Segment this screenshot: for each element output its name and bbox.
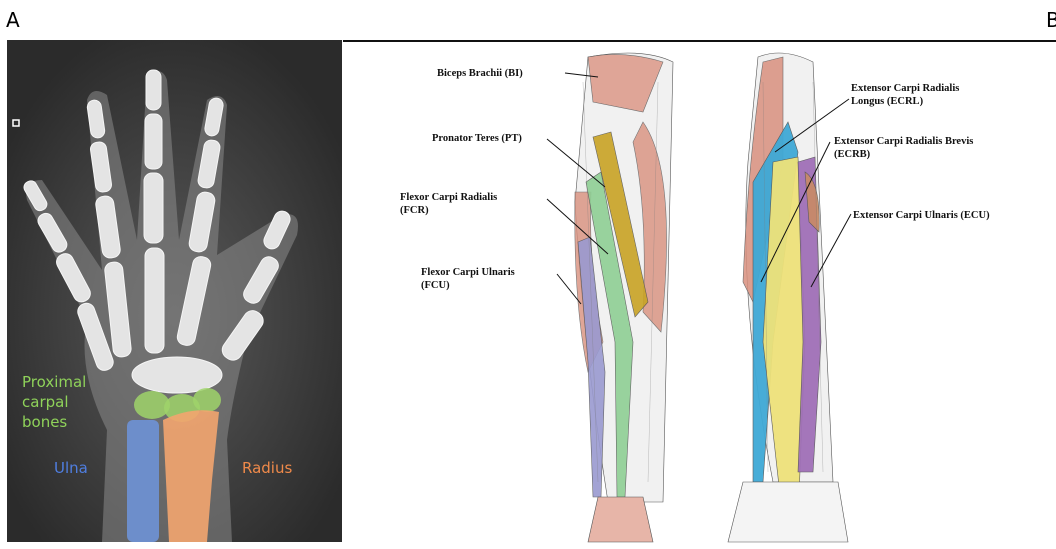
hand-xray-image: Proximal carpal bones Ulna Radius [7, 40, 342, 542]
radius-label: Radius [242, 458, 292, 478]
pronator-teres-label: Pronator Teres (PT) [432, 132, 522, 145]
ulna-label: Ulna [54, 458, 88, 478]
extensor-carpi-ulnaris-label: Extensor Carpi Ulnaris (ECU) [853, 209, 990, 222]
ulna-highlight [127, 420, 159, 542]
flexor-carpi-ulnaris-label: Flexor Carpi Ulnaris (FCU) [421, 266, 515, 292]
panel-letter-b: B [1046, 8, 1056, 32]
forearm-muscle-illustration: Biceps Brachii (BI) Pronator Teres (PT) … [343, 42, 1056, 545]
biceps-brachii-label: Biceps Brachii (BI) [437, 67, 523, 80]
proximal-carpal-bones-label: Proximal carpal bones [22, 372, 86, 432]
forearm-muscle-drawing [343, 42, 1056, 545]
extensor-carpi-radialis-longus-label: Extensor Carpi Radialis Longus (ECRL) [851, 82, 959, 108]
panel-letter-a: A [6, 8, 20, 32]
flexor-carpi-radialis-label: Flexor Carpi Radialis (FCR) [400, 191, 497, 217]
extensor-carpi-radialis-brevis-label: Extensor Carpi Radialis Brevis (ECRB) [834, 135, 973, 161]
